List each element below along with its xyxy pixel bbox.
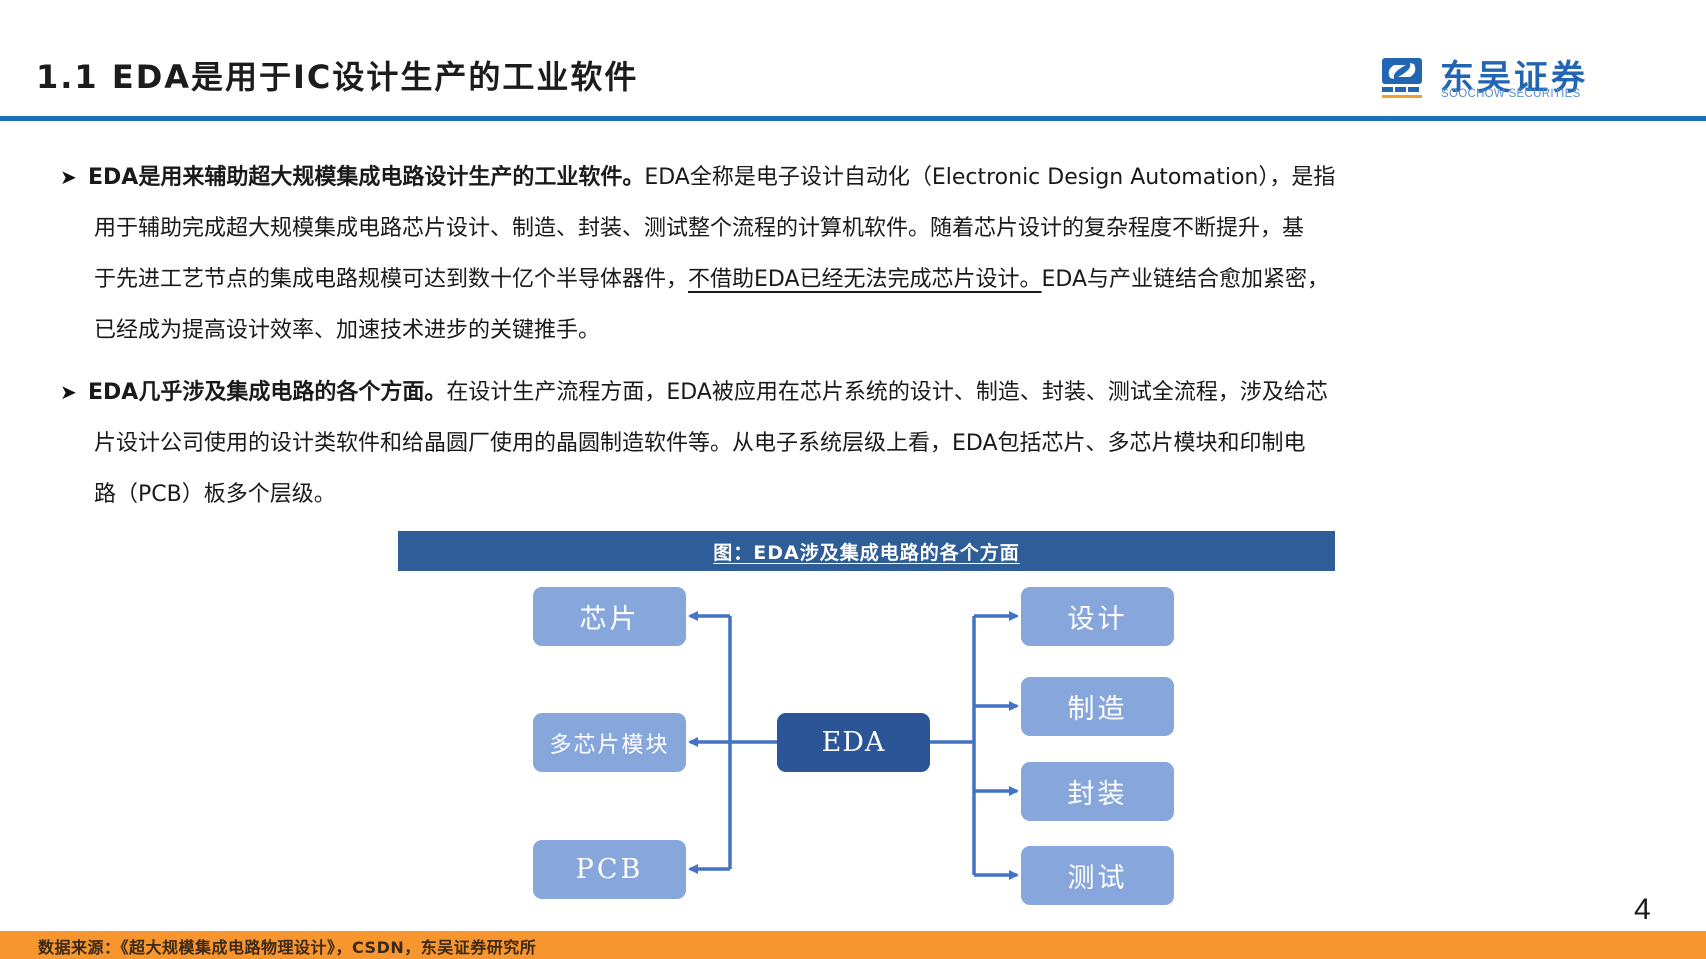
bullet-1-line-1: ➤ EDA是用来辅助超大规模集成电路设计生产的工业软件。EDA全称是电子设计自动化… — [60, 152, 1680, 203]
bullet-1-line-3: 于先进工艺节点的集成电路规模可达到数十亿个半导体器件，不借助EDA已经无法完成芯… — [60, 254, 1680, 305]
footer-band: 数据来源：《超大规模集成电路物理设计》，CSDN，东吴证券研究所 — [0, 931, 1706, 959]
logo-name-en: SOOCHOW SECURITIES — [1441, 88, 1581, 100]
bullet-1-line-2: 用于辅助完成超大规模集成电路芯片设计、制造、封装、测试整个流程的计算机软件。随着… — [94, 216, 1305, 241]
bullet-1-text: EDA全称是电子设计自动化（Electronic Design Automati… — [644, 165, 1336, 190]
page-title: 1.1 EDA是用于IC设计生产的工业软件 — [36, 58, 639, 96]
bullet-2-lead: EDA几乎涉及集成电路的各个方面。 — [88, 380, 447, 405]
bullet-1-line-4: 已经成为提高设计效率、加速技术进步的关键推手。 — [94, 318, 601, 343]
company-logo: 东吴证券 SOOCHOW SECURITIES — [1380, 54, 1620, 102]
bullet-1-line-3-after: EDA与产业链结合愈加紧密， — [1041, 267, 1330, 292]
figure-title-bar: 图：EDA涉及集成电路的各个方面 — [398, 531, 1335, 571]
arrow-bullet-icon: ➤ — [60, 165, 77, 189]
data-source-note: 数据来源：《超大规模集成电路物理设计》，CSDN，东吴证券研究所 — [38, 938, 537, 957]
bullet-paragraph-2: ➤ EDA几乎涉及集成电路的各个方面。在设计生产流程方面，EDA被应用在芯片系统的… — [60, 367, 1680, 520]
bullet-2-text: 在设计生产流程方面，EDA被应用在芯片系统的设计、制造、封装、测试全流程，涉及给… — [446, 380, 1328, 405]
node-multi-chip-module: 多芯片模块 — [533, 713, 686, 772]
arrow-bullet-icon: ➤ — [60, 380, 77, 404]
bullet-1-lead: EDA是用来辅助超大规模集成电路设计生产的工业软件。 — [88, 165, 645, 190]
node-chip: 芯片 — [533, 587, 686, 646]
node-design: 设计 — [1021, 587, 1174, 646]
bullet-1-line-3-text: 于先进工艺节点的集成电路规模可达到数十亿个半导体器件， — [94, 267, 689, 292]
bullet-2-line-1: ➤ EDA几乎涉及集成电路的各个方面。在设计生产流程方面，EDA被应用在芯片系统的… — [60, 367, 1680, 418]
node-test: 测试 — [1021, 846, 1174, 905]
node-pcb: PCB — [533, 840, 686, 899]
logo-name-cn: 东吴证券 — [1440, 58, 1588, 98]
bullet-paragraph-1: ➤ EDA是用来辅助超大规模集成电路设计生产的工业软件。EDA全称是电子设计自动化… — [60, 152, 1680, 356]
node-eda: EDA — [777, 713, 930, 772]
page-number: 4 — [1634, 893, 1651, 926]
figure-title: 图：EDA涉及集成电路的各个方面 — [713, 541, 1020, 564]
bullet-2-line-2: 片设计公司使用的设计类软件和给晶圆厂使用的晶圆制造软件等。从电子系统层级上看，E… — [94, 431, 1306, 456]
bullet-1-underlined-claim: 不借助EDA已经无法完成芯片设计。 — [688, 267, 1042, 292]
node-package: 封装 — [1021, 762, 1174, 821]
soochow-logo-icon — [1382, 58, 1422, 98]
header-divider — [0, 116, 1706, 121]
node-manufacture: 制造 — [1021, 677, 1174, 736]
bullet-2-line-3: 路（PCB）板多个层级。 — [94, 482, 336, 507]
